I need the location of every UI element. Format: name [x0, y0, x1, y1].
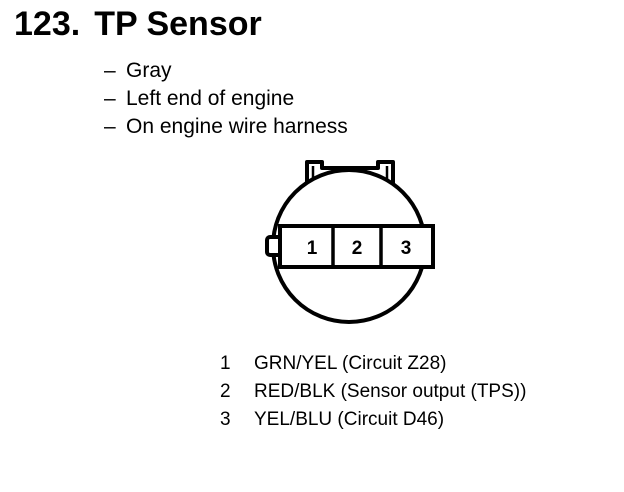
pin-number: 3	[220, 409, 231, 430]
item-number: 123.	[14, 5, 81, 43]
note-item: –Gray	[104, 57, 348, 85]
pin-description: RED/BLK (Sensor output (TPS))	[254, 381, 527, 402]
pinout-row: 1 GRN/YEL (Circuit Z28)	[220, 350, 526, 378]
pinout-list: 1 GRN/YEL (Circuit Z28) 2 RED/BLK (Sensor …	[220, 350, 526, 434]
connector-diagram: 1 2 3	[265, 160, 435, 324]
note-text: Gray	[126, 59, 172, 82]
note-dash: –	[104, 59, 116, 82]
terminal-1-label: 1	[307, 238, 318, 259]
component-name: TP Sensor	[94, 5, 262, 43]
note-text: On engine wire harness	[126, 115, 348, 138]
pin-number: 2	[220, 381, 231, 402]
pinout-row: 3 YEL/BLU (Circuit D46)	[220, 406, 526, 434]
note-item: –Left end of engine	[104, 85, 348, 113]
pin-description: GRN/YEL (Circuit Z28)	[254, 353, 447, 374]
terminal-3-label: 3	[401, 238, 412, 259]
pinout-row: 2 RED/BLK (Sensor output (TPS))	[220, 378, 526, 406]
terminal-2-label: 2	[352, 238, 363, 259]
page-title: 123. TP Sensor	[14, 4, 262, 44]
pin-number: 1	[220, 353, 231, 374]
note-text: Left end of engine	[126, 87, 295, 110]
note-item: –On engine wire harness	[104, 113, 348, 141]
component-notes: –Gray –Left end of engine –On engine wir…	[104, 57, 348, 141]
terminal-block	[278, 224, 435, 269]
pin-description: YEL/BLU (Circuit D46)	[254, 409, 445, 430]
note-dash: –	[104, 115, 116, 138]
note-dash: –	[104, 87, 116, 110]
connector-latch	[305, 160, 395, 190]
